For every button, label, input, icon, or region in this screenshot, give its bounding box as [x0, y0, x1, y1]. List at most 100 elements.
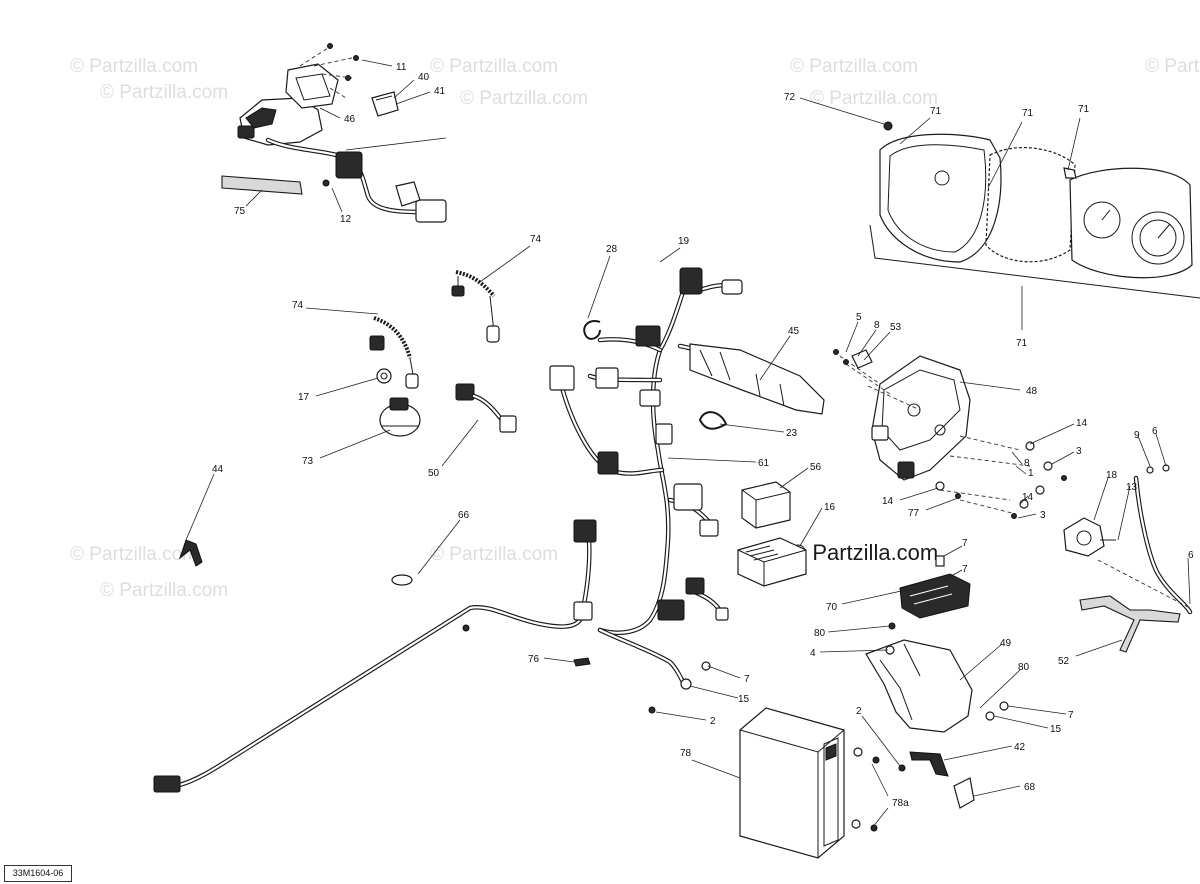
- screw: [898, 764, 906, 772]
- callout-label: 7: [1068, 710, 1074, 721]
- callout-label: 42: [1014, 742, 1026, 753]
- bracket-clip: [851, 349, 873, 369]
- washer: [851, 819, 861, 829]
- reference-code: 33M1604-06: [4, 865, 72, 882]
- washer: [999, 701, 1009, 711]
- callout-label: 15: [1050, 724, 1062, 735]
- washer: [935, 481, 945, 491]
- screw: [345, 75, 351, 81]
- clip: [573, 657, 591, 667]
- callout-label: 4: [810, 648, 816, 659]
- callout-label: 14: [1022, 492, 1034, 503]
- callout-label: 76: [528, 654, 540, 665]
- center-watermark: © Partzilla.com: [790, 540, 938, 565]
- callout-label: 13: [1126, 482, 1138, 493]
- callout-label: 5: [856, 312, 862, 323]
- callout-label: 7: [962, 538, 968, 549]
- callout-labels: 11 40 41 46 75 12 72 71 71 71 71 28 19 7…: [212, 62, 1194, 809]
- tether-cord-upper: [451, 270, 500, 343]
- callout-label: 12: [340, 214, 352, 225]
- callout-label: 68: [1024, 782, 1036, 793]
- watermark: © Partzilla.com: [430, 56, 558, 77]
- nut: [701, 661, 711, 671]
- antenna-wire: [1133, 475, 1193, 615]
- callout-label: 17: [298, 392, 310, 403]
- callout-label: 74: [292, 300, 304, 311]
- main-wiring-harness: [153, 267, 821, 793]
- washer: [1035, 485, 1045, 495]
- battery-bracket: [865, 639, 973, 733]
- screw: [327, 43, 333, 49]
- callout-label: 44: [212, 464, 224, 475]
- callout-label: 53: [890, 322, 902, 333]
- callout-label: 71: [1016, 338, 1028, 349]
- callout-label: 15: [738, 694, 750, 705]
- callout-label: 11: [396, 62, 407, 73]
- screw: [353, 55, 359, 61]
- callout-label: 2: [710, 716, 716, 727]
- handlebar-switch: [237, 47, 399, 146]
- callout-label: 48: [1026, 386, 1038, 397]
- watermark: © Partzilla.com: [100, 580, 228, 601]
- washer: [1043, 461, 1053, 471]
- callout-label: 19: [678, 236, 690, 247]
- callout-label: 7: [962, 564, 968, 575]
- switch-plug: [415, 199, 447, 223]
- callout-label: 71: [1022, 108, 1034, 119]
- watermark: © Partzilla.com: [70, 56, 198, 77]
- tether-cord-lower: [369, 316, 419, 389]
- washer: [853, 747, 863, 757]
- callout-label: 2: [856, 706, 862, 717]
- screw: [1011, 513, 1017, 519]
- cable-tie: [698, 411, 728, 430]
- switch-clip: [395, 181, 421, 207]
- screw: [955, 493, 961, 499]
- switch-connector: [335, 151, 363, 179]
- watermark: © Partzilla.com: [70, 544, 198, 565]
- watermark: © Partzilla.com: [1145, 56, 1200, 77]
- speed-sensor: [1063, 517, 1116, 557]
- callout-label: 80: [1018, 662, 1030, 673]
- callout-label: 71: [1078, 104, 1090, 115]
- callout-label: 3: [1040, 510, 1046, 521]
- screw: [833, 349, 839, 355]
- fuse-box: [737, 537, 807, 587]
- callout-label: 50: [428, 468, 440, 479]
- grommet: [391, 574, 413, 586]
- callout-label: 8: [1024, 458, 1030, 469]
- callout-label: 6: [1188, 550, 1194, 561]
- washer: [985, 711, 995, 721]
- adapter-harness: [455, 383, 517, 433]
- callout-label: 78a: [892, 798, 909, 809]
- callout-label: 23: [786, 428, 798, 439]
- callout-label: 40: [418, 72, 430, 83]
- key-washer: [376, 368, 392, 384]
- antenna-bracket: [1079, 595, 1181, 653]
- screw: [872, 756, 880, 764]
- callout-label: 3: [1076, 446, 1082, 457]
- screw: [322, 179, 330, 187]
- callout-label: 18: [1106, 470, 1118, 481]
- battery: [739, 707, 845, 859]
- callout-label: 45: [788, 326, 800, 337]
- callout-label: 74: [530, 234, 542, 245]
- callout-label: 75: [234, 206, 246, 217]
- callout-label: 14: [1076, 418, 1088, 429]
- wire-sleeve: [221, 175, 303, 195]
- callout-label: 8: [874, 320, 880, 331]
- terminal: [953, 777, 975, 809]
- washer: [1025, 441, 1035, 451]
- callout-label: 80: [814, 628, 826, 639]
- instrument-cluster: [869, 121, 1200, 299]
- callout-label: 49: [1000, 638, 1012, 649]
- callout-label: 14: [882, 496, 894, 507]
- screw: [1061, 475, 1067, 481]
- relay: [741, 481, 791, 529]
- washer: [680, 678, 692, 690]
- watermark: © Partzilla.com: [430, 544, 558, 565]
- washer: [1146, 466, 1154, 474]
- leader-lines: [185, 59, 1191, 829]
- callout-label: 9: [1134, 430, 1140, 441]
- watermark: © Partzilla.com: [790, 56, 918, 77]
